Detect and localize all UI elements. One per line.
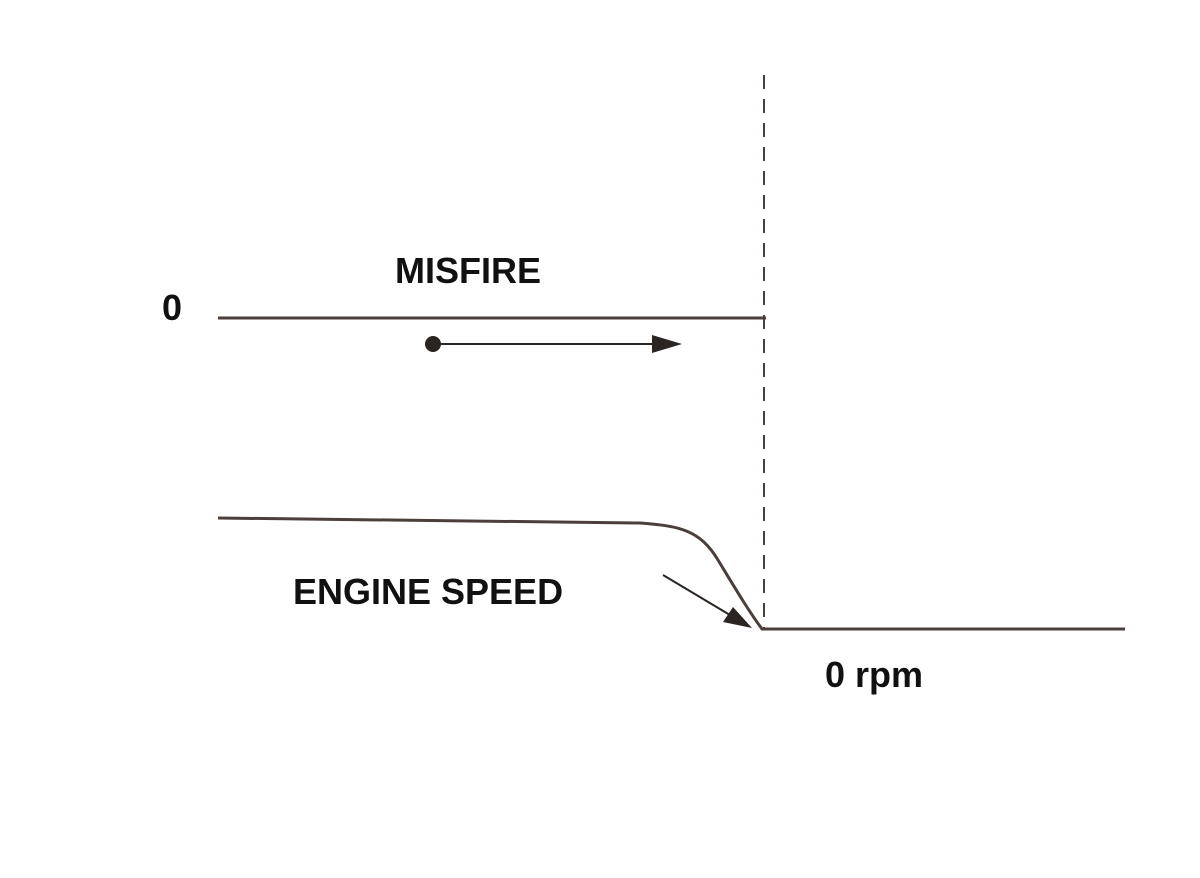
zero-rpm-label: 0 rpm (825, 654, 923, 695)
zero-level-label: 0 (162, 287, 182, 328)
engine-speed-pointer-arrowhead (723, 607, 752, 628)
engine-speed-curve (217, 516, 1125, 631)
engine-speed-pointer-arrow (662, 574, 741, 622)
misfire-label: MISFIRE (395, 250, 541, 291)
engine-speed-label: ENGINE SPEED (293, 571, 563, 612)
misfire-arrowhead (652, 335, 682, 353)
